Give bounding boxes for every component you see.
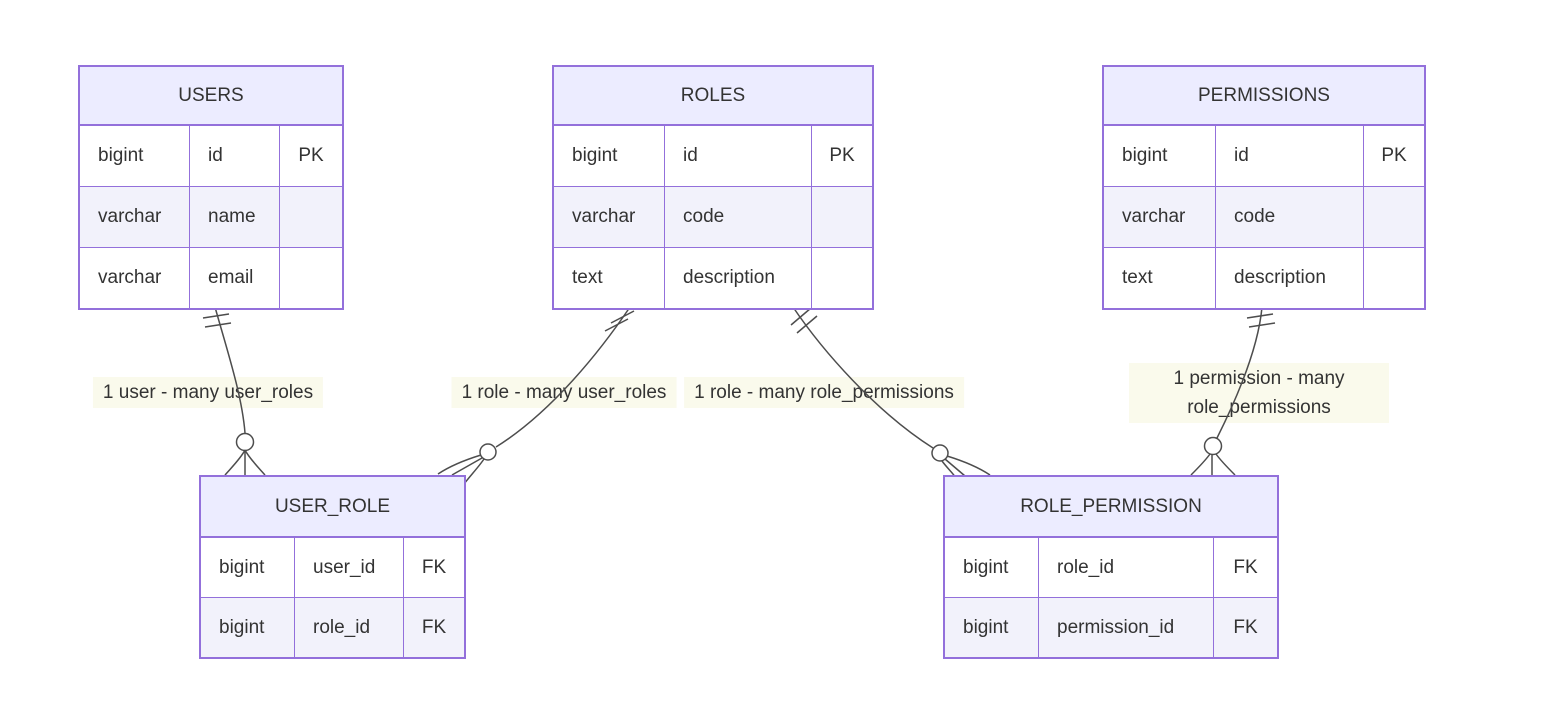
attribute-type: varchar: [554, 186, 665, 247]
attribute-row: varchar code: [1104, 186, 1424, 247]
entity-users-title: USERS: [80, 67, 342, 125]
attribute-type: text: [1104, 247, 1216, 308]
entity-permissions-title: PERMISSIONS: [1104, 67, 1424, 125]
attribute-name: code: [665, 186, 812, 247]
attribute-row: text description: [554, 247, 872, 308]
entity-role-permission-title: ROLE_PERMISSION: [945, 477, 1277, 537]
exactly-one-marker-icon: [1246, 313, 1276, 328]
attribute-row: varchar name: [80, 186, 342, 247]
attribute-row: bigint user_id FK: [201, 537, 464, 597]
attribute-row: bigint role_id FK: [201, 597, 464, 657]
attribute-type: bigint: [945, 597, 1039, 657]
exactly-one-marker-icon: [202, 313, 232, 328]
attribute-type: varchar: [1104, 186, 1216, 247]
relationship-label-roles-role-permission: 1 role - many role_permissions: [684, 377, 964, 408]
attribute-type: bigint: [201, 537, 295, 597]
attribute-key: [812, 186, 872, 247]
attribute-key: [1364, 186, 1424, 247]
attribute-name: user_id: [295, 537, 404, 597]
attribute-row: text description: [1104, 247, 1424, 308]
attribute-key: [280, 247, 342, 308]
zero-or-many-marker-icon: [224, 432, 266, 476]
attribute-type: bigint: [1104, 125, 1216, 186]
attribute-name: id: [1216, 125, 1364, 186]
attribute-key: FK: [1214, 597, 1277, 657]
relationship-label-users-user-role: 1 user - many user_roles: [92, 377, 324, 408]
exactly-one-marker-icon: [790, 307, 818, 334]
attribute-row: bigint permission_id FK: [945, 597, 1277, 657]
attribute-name: role_id: [295, 597, 404, 657]
entity-roles: ROLES bigint id PK varchar code text des…: [552, 65, 874, 310]
attribute-key: FK: [1214, 537, 1277, 597]
attribute-key: PK: [280, 125, 342, 186]
attribute-name: role_id: [1039, 537, 1214, 597]
zero-or-many-marker-icon: [1190, 436, 1236, 476]
attribute-name: email: [190, 247, 280, 308]
attribute-key: FK: [404, 537, 464, 597]
entity-users: USERS bigint id PK varchar name varchar …: [78, 65, 344, 310]
attribute-key: [812, 247, 872, 308]
entity-user-role: USER_ROLE bigint user_id FK bigint role_…: [199, 475, 466, 659]
relationship-label-roles-user-role: 1 role - many user_roles: [451, 377, 677, 408]
attribute-type: varchar: [80, 247, 190, 308]
attribute-row: varchar email: [80, 247, 342, 308]
attribute-name: description: [1216, 247, 1364, 308]
attribute-type: bigint: [945, 537, 1039, 597]
attribute-key: PK: [1364, 125, 1424, 186]
attribute-key: [1364, 247, 1424, 308]
attribute-row: bigint id PK: [1104, 125, 1424, 186]
attribute-key: FK: [404, 597, 464, 657]
attribute-name: code: [1216, 186, 1364, 247]
exactly-one-marker-icon: [604, 310, 635, 332]
attribute-row: bigint role_id FK: [945, 537, 1277, 597]
zero-or-many-marker-icon: [931, 444, 991, 479]
attribute-type: bigint: [201, 597, 295, 657]
attribute-type: text: [554, 247, 665, 308]
attribute-name: id: [665, 125, 812, 186]
attribute-type: bigint: [554, 125, 665, 186]
attribute-type: varchar: [80, 186, 190, 247]
attribute-row: varchar code: [554, 186, 872, 247]
entity-roles-title: ROLES: [554, 67, 872, 125]
attribute-name: permission_id: [1039, 597, 1214, 657]
relationship-line: [214, 306, 246, 434]
entity-user-role-title: USER_ROLE: [201, 477, 464, 537]
attribute-type: bigint: [80, 125, 190, 186]
attribute-name: description: [665, 247, 812, 308]
attribute-row: bigint id PK: [80, 125, 342, 186]
attribute-key: PK: [812, 125, 872, 186]
entity-role-permission: ROLE_PERMISSION bigint role_id FK bigint…: [943, 475, 1279, 659]
entity-permissions: PERMISSIONS bigint id PK varchar code te…: [1102, 65, 1426, 310]
attribute-name: id: [190, 125, 280, 186]
attribute-key: [280, 186, 342, 247]
attribute-name: name: [190, 186, 280, 247]
attribute-row: bigint id PK: [554, 125, 872, 186]
relationship-label-permissions-role-permission: 1 permission - many role_permissions: [1129, 363, 1389, 423]
